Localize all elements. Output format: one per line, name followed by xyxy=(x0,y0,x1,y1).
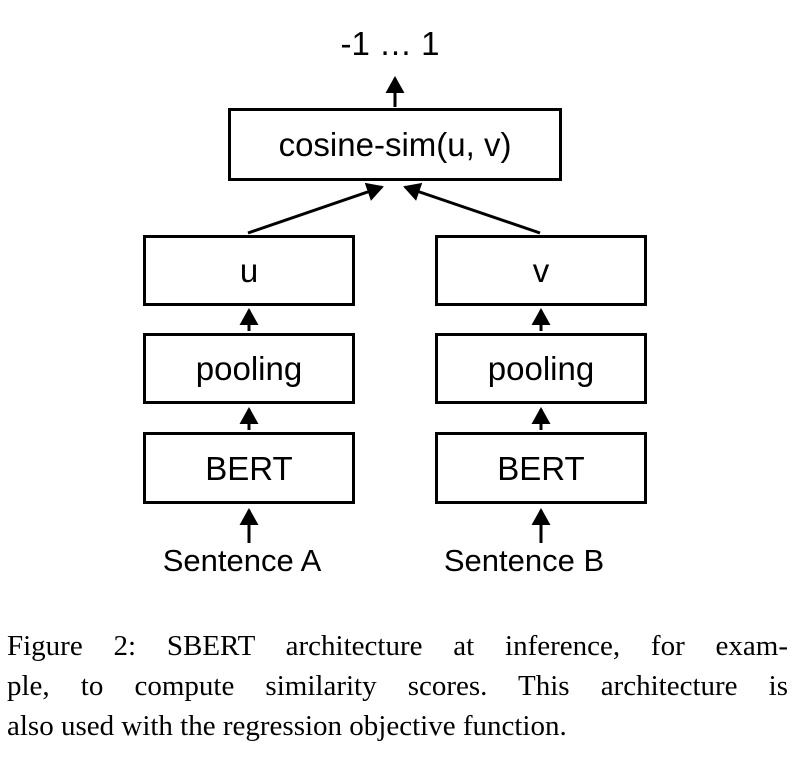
arrow-layer xyxy=(239,76,551,543)
output-range-label: -1 … 1 xyxy=(340,25,440,62)
caption-line-1: Figure 2: SBERT architecture at inferenc… xyxy=(7,630,788,662)
arrow-u-to-cosine xyxy=(247,182,384,235)
caption-line-2: ple, to compute similarity scores. This … xyxy=(7,670,788,702)
v-embedding-node: v xyxy=(435,235,647,306)
sentence-b-label: Sentence B xyxy=(443,543,605,578)
bert-node-left: BERT xyxy=(143,432,355,504)
figure-caption: Figure 2: SBERT architecture at inferenc… xyxy=(7,626,788,746)
bert-node-right: BERT xyxy=(435,432,647,504)
u-embedding-node: u xyxy=(143,235,355,306)
caption-line-3: also used with the regression objective … xyxy=(7,710,567,742)
sentence-a-label: Sentence A xyxy=(162,543,322,578)
arrow-v-to-cosine xyxy=(403,182,541,235)
pooling-node-right: pooling xyxy=(435,333,647,404)
pooling-node-left: pooling xyxy=(143,333,355,404)
cosine-sim-node: cosine-sim(u, v) xyxy=(228,108,562,181)
sbert-inference-diagram: -1 … 1 cosine-sim(u, v) u v pooling pool… xyxy=(143,25,647,578)
